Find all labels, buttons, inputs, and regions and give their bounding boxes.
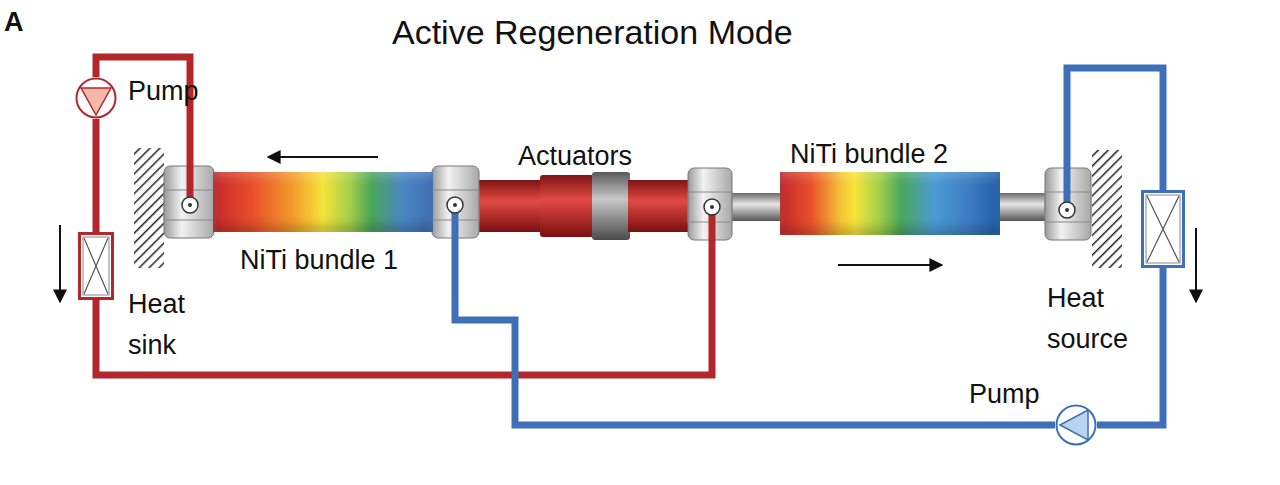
hot-pipe [96, 207, 712, 375]
heat-exchanger: Heat sink [78, 232, 114, 300]
rod [730, 193, 782, 221]
node-label: Heat source [1047, 278, 1139, 359]
exchanger-box [1143, 192, 1184, 267]
actuator-group: Actuators [478, 172, 690, 240]
niti-bundle: NiTi bundle 2 [780, 172, 1000, 235]
pump-triangle [1060, 410, 1088, 440]
exchanger-box [80, 234, 113, 299]
niti-bundle: NiTi bundle 1 [213, 172, 433, 232]
exchanger-inner [83, 237, 109, 295]
cold-pipe [1067, 68, 1163, 210]
pump-circle [77, 79, 116, 118]
fixed-wall [134, 148, 164, 268]
motion-arrow [268, 156, 378, 158]
pump-symbol-outline [75, 77, 117, 119]
fixed-wall [1092, 150, 1122, 268]
heat-exchanger-outline [78, 232, 114, 300]
actuator-stack [478, 172, 690, 240]
exchanger-cross [84, 238, 108, 294]
rod [998, 193, 1048, 221]
node-label: Pump [969, 378, 1040, 410]
node-label: Heat sink [128, 284, 208, 365]
pump-symbol: Pump [1055, 404, 1097, 446]
motion-arrow [838, 264, 942, 266]
node-label: Actuators [518, 140, 632, 172]
heat-exchanger: Heat source [1141, 190, 1185, 268]
pump-triangle [81, 88, 111, 115]
exchanger-cross [1147, 196, 1179, 262]
pump-symbol: Pump [75, 77, 117, 119]
pump-circle [1057, 406, 1096, 445]
flow-arrow [1195, 228, 1197, 302]
heat-exchanger-outline [1141, 190, 1185, 268]
pump-symbol-outline [1055, 404, 1097, 446]
flow-arrow [59, 225, 61, 302]
node-label: Pump [128, 75, 199, 107]
figure-title: Active Regeneration Mode [392, 12, 793, 53]
pipe-connector [93, 119, 100, 232]
panel-letter: A [4, 6, 24, 38]
cold-pipe [455, 205, 1055, 425]
node-label: NiTi bundle 2 [790, 138, 948, 170]
exchanger-inner [1146, 195, 1180, 263]
node-label: NiTi bundle 1 [240, 244, 398, 276]
